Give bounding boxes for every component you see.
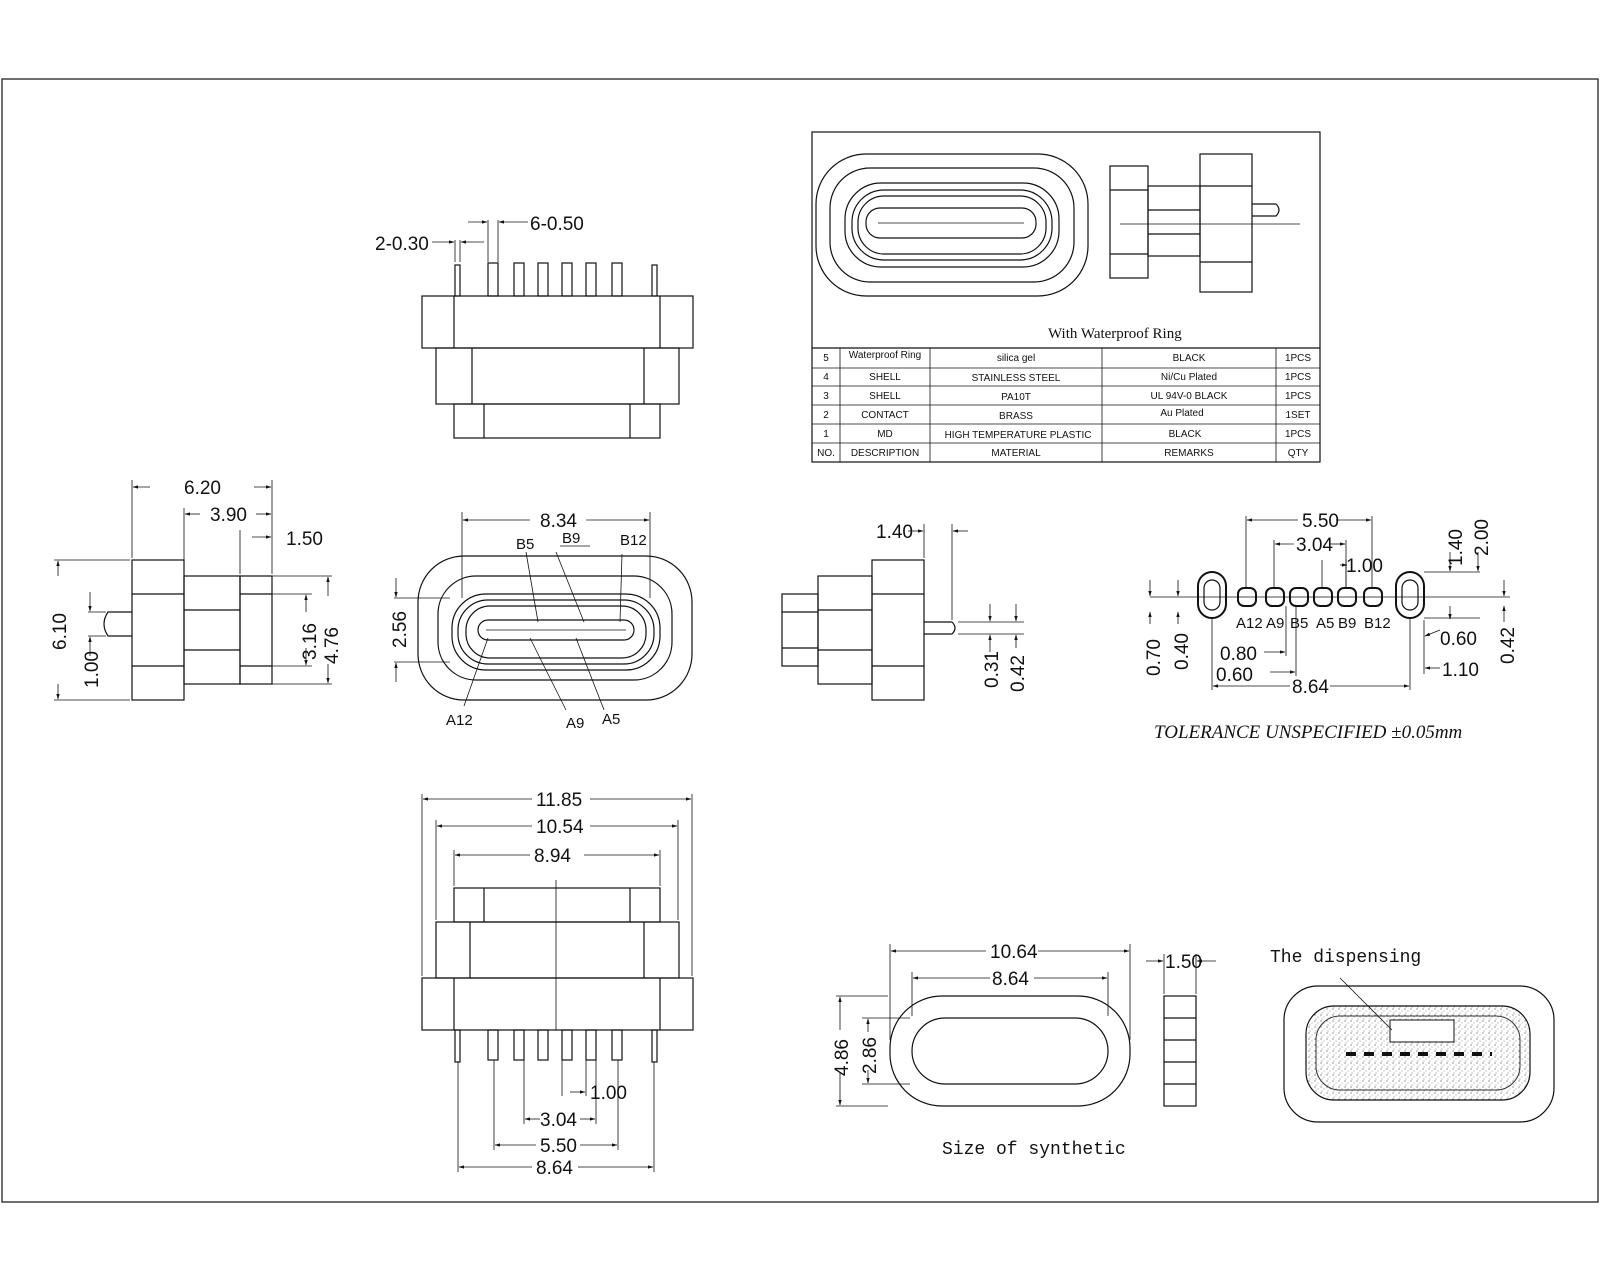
- dim-pin-offset: 0.42: [1008, 655, 1029, 692]
- dim-pin-thickness: 0.31: [982, 651, 1003, 688]
- dim-c: 8.94: [534, 846, 571, 867]
- bom-cell: SHELL: [869, 372, 901, 383]
- pad-label: B9: [1338, 615, 1356, 632]
- dim-overall: 8.64: [1292, 677, 1329, 698]
- bom-table: 5 Waterproof Ring silica gel BLACK 1PCS …: [817, 350, 1311, 459]
- dim-tail: 1.40: [876, 522, 913, 543]
- synthetic-view: 10.64 8.64 4.86 2.86 1.50 Size of synthe…: [832, 942, 1216, 1160]
- bom-cell: CONTACT: [861, 410, 909, 421]
- bom-cell: HIGH TEMPERATURE PLASTIC: [945, 430, 1092, 441]
- pad-label: A12: [1236, 615, 1263, 632]
- dim-length: 6.20: [184, 478, 221, 499]
- bom-cell: SHELL: [869, 391, 901, 402]
- contact-label: B9: [562, 530, 580, 547]
- dim-total-h: 2.00: [1472, 519, 1493, 556]
- bottom-view: 11.85 10.54 8.94 1.00 3.04 5.50 8.64: [421, 790, 694, 1179]
- bom-header-cell: QTY: [1288, 448, 1309, 459]
- pad-label: B12: [1364, 615, 1391, 632]
- side-view: 6.20 3.90 1.50 6.10 1.00 3.16 4.76: [50, 478, 343, 701]
- bom-header-cell: DESCRIPTION: [851, 448, 919, 459]
- dim-height: 2.56: [390, 611, 411, 648]
- bom-cell: MD: [877, 429, 893, 440]
- dim-outer: 4.76: [322, 627, 343, 664]
- bom-header-cell: MATERIAL: [991, 448, 1041, 459]
- bom-header-cell: NO.: [817, 448, 835, 459]
- dim-slot-h: 1.40: [1446, 529, 1467, 566]
- bom-cell: 4: [823, 372, 829, 383]
- dim-pin-width-small: 2-0.30: [375, 234, 429, 255]
- contact-label: A12: [446, 712, 473, 729]
- bom-cell: Au Plated: [1160, 408, 1203, 419]
- contact-label: A9: [566, 715, 584, 732]
- bom-cell: Ni/Cu Plated: [1161, 372, 1217, 383]
- dim-d: 3.04: [540, 1110, 577, 1131]
- bom-cell: silica gel: [997, 353, 1035, 364]
- bom-cell: 5: [823, 353, 829, 364]
- dim-pitch: 1.00: [1346, 556, 1383, 577]
- dim-right-h: 0.42: [1498, 627, 1519, 664]
- dim-pad-h: 0.40: [1172, 633, 1193, 670]
- dim-pitch: 1.00: [590, 1083, 627, 1104]
- bom-cell: 1: [823, 429, 829, 440]
- dim-step: 1.50: [286, 529, 323, 550]
- dim-inner: 3.16: [300, 623, 321, 660]
- bom-box: With Waterproof Ring 5 Waterproof Ring s…: [811, 131, 1321, 463]
- bom-cell: 3: [823, 391, 829, 402]
- dim-inner-w: 8.64: [992, 969, 1029, 990]
- synthetic-caption: Size of synthetic: [942, 1140, 1126, 1160]
- dim-height: 6.10: [50, 613, 71, 650]
- dim-pad-w: 0.80: [1220, 644, 1257, 665]
- dim-outer-w: 10.64: [990, 942, 1038, 963]
- bom-cell: 1PCS: [1285, 372, 1311, 383]
- dispensing-caption: The dispensing: [1270, 948, 1421, 968]
- bom-cell: BLACK: [1173, 353, 1206, 364]
- bom-cell: 1SET: [1285, 410, 1310, 421]
- dim-width: 8.34: [540, 511, 577, 532]
- dim-f: 8.64: [536, 1158, 573, 1179]
- pad-label: B5: [1290, 615, 1308, 632]
- bom-cell: Waterproof Ring: [849, 350, 921, 361]
- contact-label: B5: [516, 536, 534, 553]
- right-view: 1.40 0.31 0.42: [781, 522, 1029, 701]
- bom-cell: UL 94V-0 BLACK: [1151, 391, 1228, 402]
- pad-label: A9: [1266, 615, 1284, 632]
- dim-body: 3.90: [210, 505, 247, 526]
- bom-cell: STAINLESS STEEL: [972, 373, 1061, 384]
- dim-e: 5.50: [540, 1136, 577, 1157]
- dim-thick: 1.50: [1165, 952, 1202, 973]
- bom-cell: BRASS: [999, 411, 1033, 422]
- bom-cell: PA10T: [1001, 392, 1031, 403]
- dim-pad-gap: 0.60: [1216, 665, 1253, 686]
- contact-label: A5: [602, 711, 620, 728]
- dim-slot-w: 0.70: [1144, 639, 1165, 676]
- dim-inner: 3.04: [1296, 535, 1333, 556]
- front-view: 8.34 2.56 B5 B9 B12 A12 A9 A5: [390, 511, 693, 732]
- contact-label: B12: [620, 532, 647, 549]
- dim-pin-width-large: 6-0.50: [530, 214, 584, 235]
- bom-cell: BLACK: [1169, 429, 1202, 440]
- tolerance-note: TOLERANCE UNSPECIFIED ±0.05mm: [1154, 722, 1462, 743]
- dim-inner-h: 2.86: [860, 1037, 881, 1074]
- sheet-border: [1, 78, 1599, 1203]
- dim-offset: 1.00: [82, 651, 103, 688]
- pad-label: A5: [1316, 615, 1334, 632]
- dim-outer-h: 4.86: [832, 1039, 853, 1076]
- dispensing-view: The dispensing: [1270, 948, 1555, 1123]
- dim-slot-out: 1.10: [1442, 660, 1479, 681]
- dim-b: 10.54: [536, 817, 584, 838]
- bom-cell: 1PCS: [1285, 353, 1311, 364]
- dim-outer: 5.50: [1302, 511, 1339, 532]
- dim-slot-r: 0.60: [1440, 629, 1477, 650]
- bom-header-cell: REMARKS: [1164, 448, 1214, 459]
- dim-a: 11.85: [536, 790, 582, 811]
- bom-cell: 2: [823, 410, 829, 421]
- bom-caption: With Waterproof Ring: [1048, 326, 1182, 342]
- pcb-layout: 5.50 3.04 1.00 1.40 2.00 0.42 0.70 0.40 …: [1144, 511, 1519, 743]
- top-view: 2-0.30 6-0.50: [375, 214, 694, 439]
- bom-cell: 1PCS: [1285, 429, 1311, 440]
- bom-cell: 1PCS: [1285, 391, 1311, 402]
